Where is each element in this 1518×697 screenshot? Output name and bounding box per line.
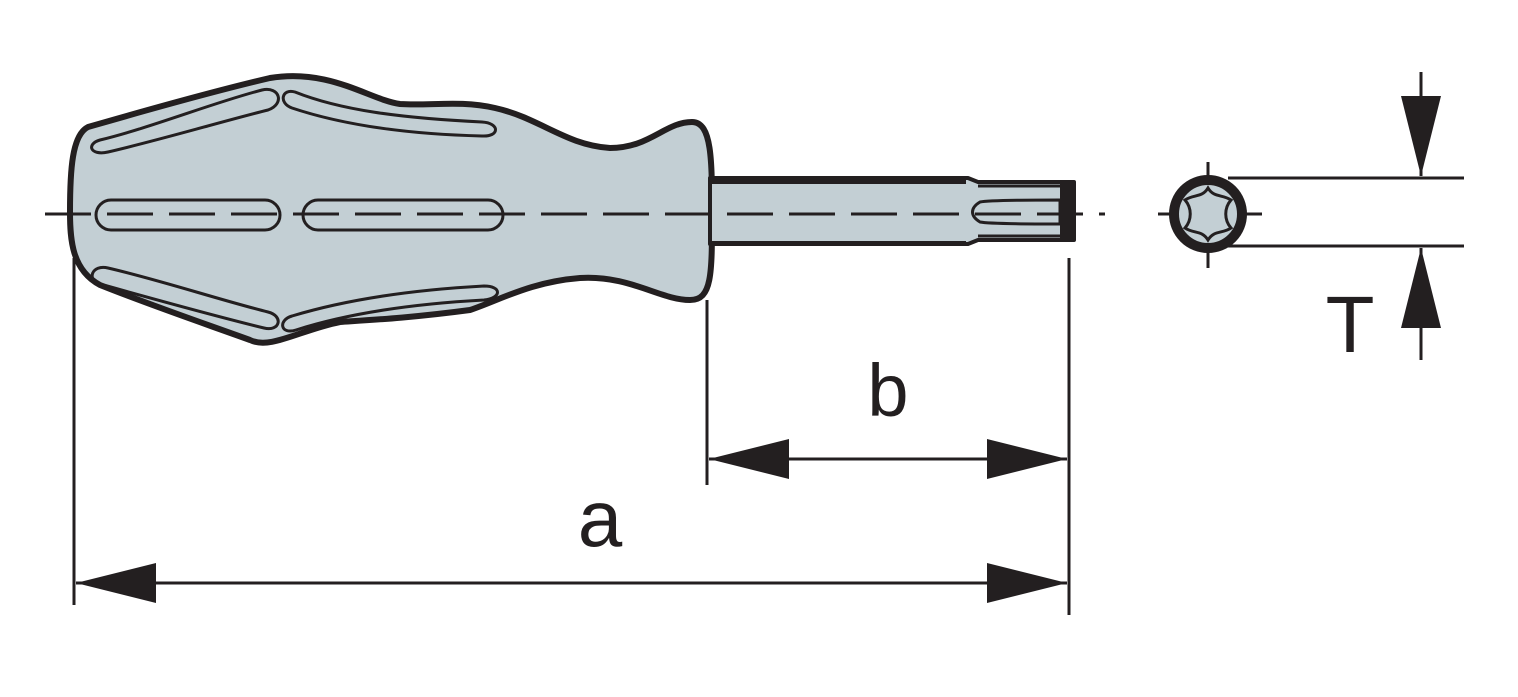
blade-shaft — [708, 176, 1076, 246]
handle-groove — [281, 89, 497, 138]
handle-groove — [94, 198, 282, 232]
handle-groove — [281, 284, 499, 333]
torx-tip-dark — [1060, 180, 1074, 242]
screwdriver-handle — [67, 73, 715, 346]
handle-groove — [90, 87, 280, 155]
torx-tip-lobe — [971, 198, 1062, 226]
dimension-label-b: b — [867, 349, 908, 432]
torx-end-view — [1158, 162, 1262, 268]
handle-body — [67, 73, 715, 346]
dimension-label-a: a — [578, 474, 623, 563]
handle-groove — [90, 265, 280, 331]
dimension-label-t: T — [1326, 280, 1375, 369]
dimension-t — [1228, 72, 1464, 360]
torx-star-profile — [1182, 185, 1234, 243]
screwdriver-blade — [708, 176, 1076, 246]
